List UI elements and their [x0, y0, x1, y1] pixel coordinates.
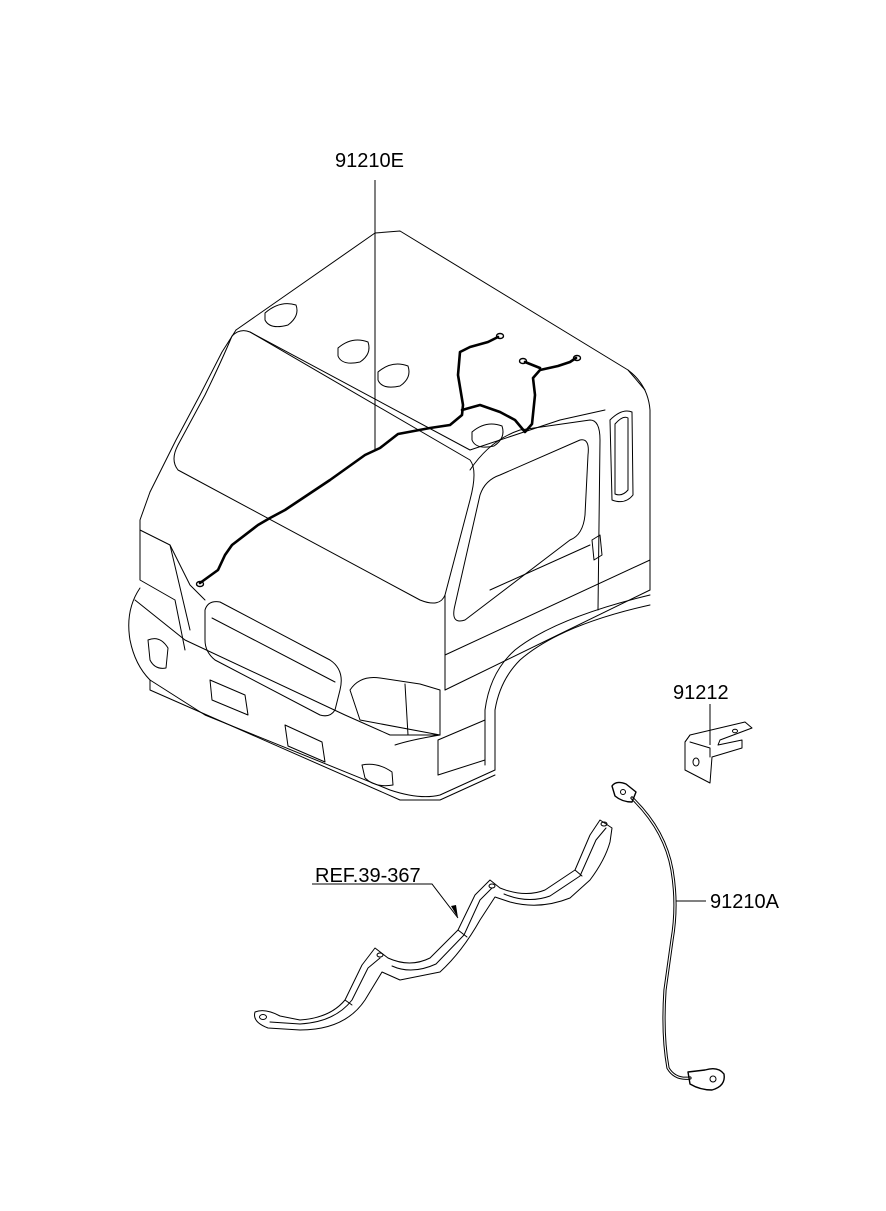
- bumper-lamp-left: [147, 638, 169, 669]
- truck-cab: [128, 230, 651, 801]
- bumper-lamp-right: [361, 763, 394, 787]
- label-91212: 91212: [673, 682, 729, 704]
- bracket: [684, 721, 753, 784]
- bumper-vent-1: [209, 679, 249, 716]
- step: [437, 719, 486, 776]
- harness-terminal-2: [495, 332, 505, 340]
- harness-terminal-3: [518, 357, 528, 365]
- rear-side-window: [609, 410, 634, 503]
- bumper-vent-2: [284, 724, 326, 763]
- battery-cable: [611, 781, 725, 1091]
- headlamp: [349, 677, 441, 736]
- leader-ref: [312, 883, 459, 919]
- roof-light-2: [337, 339, 370, 364]
- roof-light-1: [264, 303, 298, 328]
- door-handle: [591, 534, 603, 561]
- battery-strap: [254, 819, 613, 1031]
- harness-terminal-4: [572, 354, 582, 362]
- bracket-hole: [692, 757, 700, 767]
- label-91210E: 91210E: [335, 150, 404, 172]
- door-window: [453, 439, 589, 622]
- roof-light-3: [377, 363, 410, 388]
- wiring-harness: [195, 332, 582, 588]
- label-91210A: 91210A: [710, 891, 780, 913]
- label-reference: REF.39-367: [315, 865, 421, 887]
- cable-terminal-upper: [611, 781, 637, 803]
- harness-terminal-1: [195, 580, 205, 588]
- leader-lines: [312, 180, 711, 919]
- leader-ref-arrow: [451, 905, 458, 918]
- cable-terminal-lower: [687, 1067, 725, 1091]
